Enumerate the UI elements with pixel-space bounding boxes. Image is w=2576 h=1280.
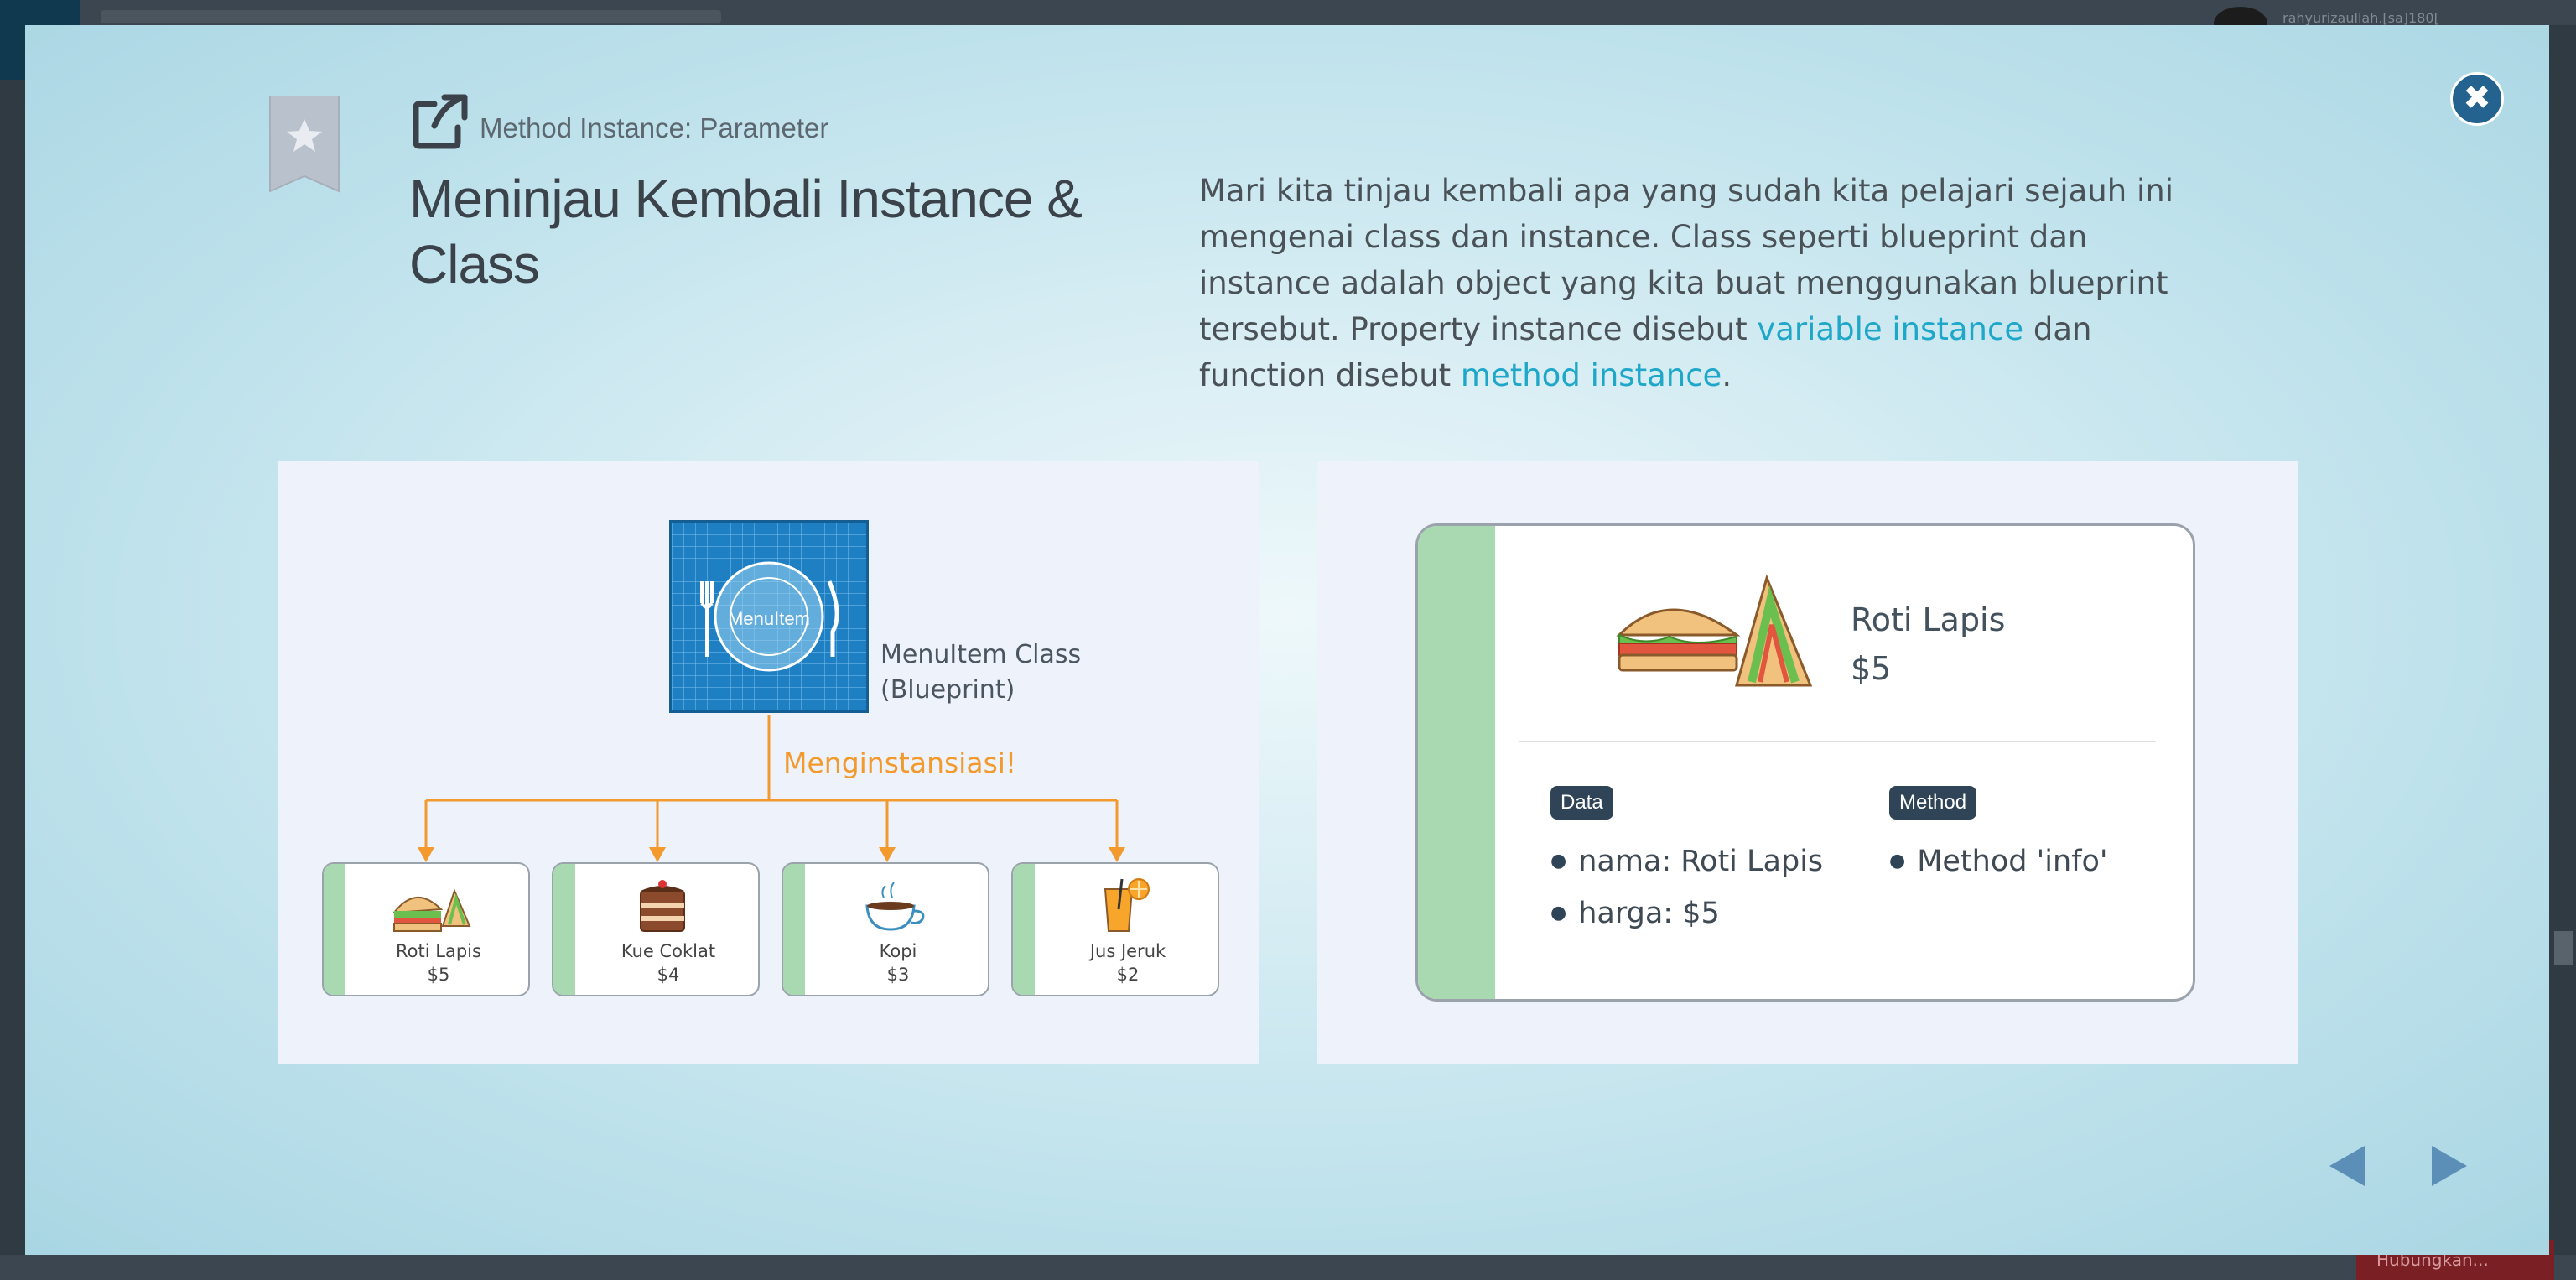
data-item: nama: Roti Lapis bbox=[1550, 845, 1823, 878]
instance-card: Roti Lapis $5 Data Method nama: Roti Lap… bbox=[1415, 523, 2195, 1002]
card-price: $2 bbox=[1116, 965, 1140, 985]
background-username: rahyurizaullah.[sa]180[ bbox=[2283, 10, 2439, 26]
card-name: Jus Jeruk bbox=[1089, 941, 1166, 961]
class-label: MenuItem Class (Blueprint) bbox=[880, 637, 1081, 708]
instantiate-label: Menginstansiasi! bbox=[783, 747, 1017, 779]
instance-price: $5 bbox=[1851, 650, 1892, 687]
method-item: Method 'info' bbox=[1889, 845, 2107, 878]
sandwich-icon bbox=[392, 888, 471, 932]
juice-icon bbox=[1104, 878, 1150, 932]
page-title: Meninjau Kembali Instance & Class bbox=[409, 169, 1083, 294]
instantiation-arrows bbox=[418, 715, 1125, 862]
background-bottom-bar bbox=[0, 1255, 2576, 1280]
card-price: $4 bbox=[657, 965, 680, 985]
card-strip bbox=[1013, 864, 1035, 995]
card-strip bbox=[1418, 526, 1495, 999]
lesson-modal: Method Instance: Parameter Meninjau Kemb… bbox=[25, 25, 2549, 1255]
card-price: $3 bbox=[886, 965, 910, 985]
background-scrollbar bbox=[2554, 931, 2573, 965]
lesson-description: Mari kita tinjau kembali apa yang sudah … bbox=[1199, 168, 2214, 398]
menu-item-card: Kue Coklat $4 bbox=[552, 862, 760, 996]
class-diagram: MenuItem MenuItem Class (Blueprint) Meng bbox=[278, 461, 1259, 1064]
previous-arrow-icon[interactable] bbox=[2323, 1141, 2373, 1191]
method-tag: Method bbox=[1889, 786, 1977, 820]
external-link-icon[interactable] bbox=[411, 92, 470, 151]
divider bbox=[1519, 741, 2156, 742]
close-button[interactable]: ✖ bbox=[2450, 72, 2504, 126]
breadcrumb: Method Instance: Parameter bbox=[480, 112, 829, 143]
blueprint-icon: MenuItem bbox=[669, 520, 869, 713]
card-strip bbox=[783, 864, 805, 995]
card-price: $5 bbox=[427, 965, 450, 985]
card-strip bbox=[324, 864, 345, 995]
description-text-3: . bbox=[1722, 357, 1732, 393]
instance-name: Roti Lapis bbox=[1851, 601, 2006, 638]
class-label-note: (Blueprint) bbox=[880, 675, 1015, 705]
description-text-2: dan function disebut bbox=[1199, 311, 2092, 393]
bookmark-icon[interactable] bbox=[268, 96, 340, 193]
instance-diagram: Roti Lapis $5 Data Method nama: Roti Lap… bbox=[1317, 461, 2298, 1064]
card-name: Kopi bbox=[879, 941, 917, 961]
method-instance-link[interactable]: method instance bbox=[1460, 357, 1722, 393]
next-arrow-icon[interactable] bbox=[2423, 1141, 2474, 1191]
background-search-bar bbox=[101, 10, 721, 23]
variable-instance-link[interactable]: variable instance bbox=[1757, 311, 2024, 347]
card-name: Kue Coklat bbox=[621, 941, 716, 961]
cake-icon bbox=[640, 880, 685, 932]
sandwich-icon bbox=[1616, 574, 1813, 687]
data-item: harga: $5 bbox=[1550, 897, 1720, 930]
menu-item-card: Jus Jeruk $2 bbox=[1011, 862, 1219, 996]
card-strip bbox=[553, 864, 575, 995]
blueprint-label: MenuItem bbox=[728, 608, 810, 629]
data-tag: Data bbox=[1550, 786, 1613, 820]
class-label-name: MenuItem Class bbox=[880, 640, 1082, 669]
card-name: Roti Lapis bbox=[396, 941, 481, 961]
coffee-icon bbox=[865, 882, 925, 931]
menu-item-card: Kopi $3 bbox=[782, 862, 989, 996]
description-text-1: Mari kita tinjau kembali apa yang sudah … bbox=[1199, 173, 2174, 347]
menu-item-card: Roti Lapis $5 bbox=[322, 862, 530, 996]
